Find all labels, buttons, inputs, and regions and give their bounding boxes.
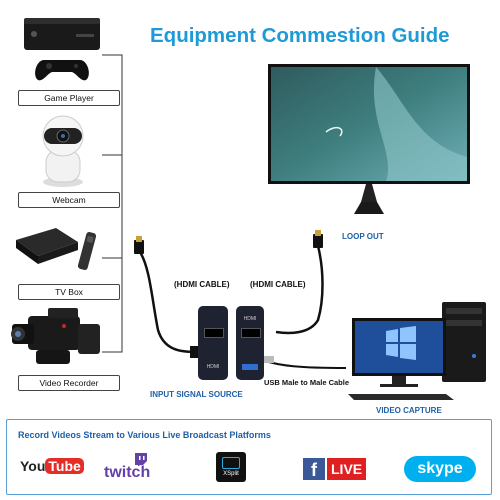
- twitch-logo: twitch: [104, 452, 174, 486]
- computer-icon: [348, 302, 486, 400]
- usb-cable-label: USB Male to Male Cable: [264, 378, 350, 387]
- capture-card-output-text: HDMI: [243, 316, 257, 322]
- capture-card-output: HDMI: [236, 306, 264, 380]
- xsplit-logo: XSplit: [216, 452, 246, 482]
- capture-card-input: HDMI: [198, 306, 228, 380]
- device-label-video-recorder: Video Recorder: [18, 375, 120, 391]
- connection-lines: [102, 54, 347, 369]
- page-title: Equipment Commestion Guide: [150, 24, 450, 47]
- monitor-icon: [268, 64, 470, 214]
- device-label-game-player: Game Player: [18, 90, 120, 106]
- device-label-tv-box: TV Box: [18, 284, 120, 300]
- hdmi-cable-label-output: (HDMI CABLE): [250, 280, 306, 289]
- twitch-glitch-icon: [135, 453, 147, 466]
- skype-logo: skype: [404, 456, 476, 482]
- video-capture-label: VIDEO CAPTURE: [376, 406, 442, 415]
- game-console-icon: [24, 18, 100, 81]
- loop-out-label: LOOP OUT: [342, 232, 384, 241]
- input-signal-source-label: INPUT SIGNAL SOURCE: [150, 390, 243, 399]
- platforms-heading: Record Videos Stream to Various Live Bro…: [18, 430, 271, 440]
- webcam-icon: [42, 115, 84, 187]
- video-recorder-icon: [11, 308, 100, 364]
- platforms-panel: [6, 419, 492, 495]
- hdmi-cable-label-input: (HDMI CABLE): [174, 280, 230, 289]
- tv-box-icon: [16, 228, 97, 270]
- capture-card-input-text: HDMI: [206, 364, 220, 370]
- device-label-webcam: Webcam: [18, 192, 120, 208]
